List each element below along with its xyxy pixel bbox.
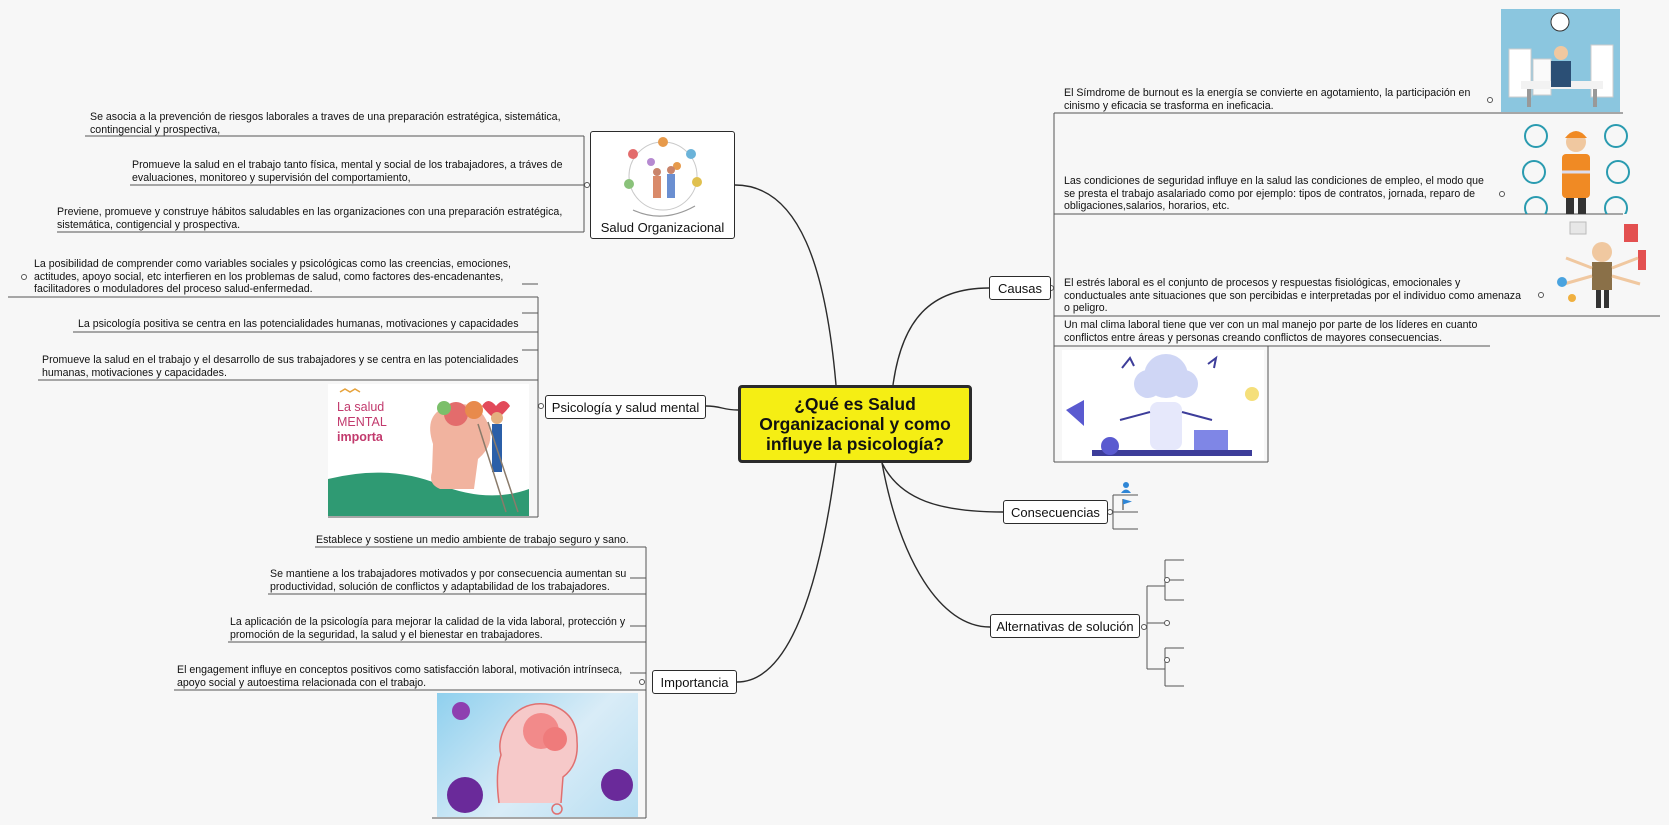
imp-note-2: Se mantiene a los trabajadores motivados… xyxy=(270,568,627,593)
causas-topic[interactable]: Causas xyxy=(989,276,1051,300)
alternativas-topic[interactable]: Alternativas de solución xyxy=(990,614,1140,638)
so-note-3: Previene, promueve y construye hábitos s… xyxy=(57,206,563,231)
psic-note-1: La posibilidad de comprender como variab… xyxy=(34,258,511,296)
bad-climate-image xyxy=(1062,350,1264,460)
flag-icon xyxy=(1121,497,1133,510)
importancia-topic[interactable]: Importancia xyxy=(652,670,737,694)
so-note-2: Promueve la salud en el trabajo tanto fí… xyxy=(132,159,563,184)
salud-mental-image: La salud MENTAL importa xyxy=(328,384,529,516)
imp-note-1: Establece y sostiene un medio ambiente d… xyxy=(316,534,629,546)
central-topic-title: ¿Qué es Salud Organizacional y como infl… xyxy=(759,394,951,454)
causas-note-4: Un mal clima laboral tiene que ver con u… xyxy=(1064,319,1478,344)
causas-note-2: Las condiciones de seguridad influye en … xyxy=(1064,175,1484,213)
brain-image xyxy=(437,693,638,817)
so-note-1: Se asocia a la prevención de riesgos lab… xyxy=(90,111,561,136)
health-icons-illustration xyxy=(624,137,702,217)
consecuencias-topic[interactable]: Consecuencias xyxy=(1003,500,1108,524)
imp-note-3: La aplicación de la psicología para mejo… xyxy=(230,616,626,641)
psicologia-topic[interactable]: Psicología y salud mental xyxy=(545,395,706,419)
causas-note-1: El Símdrome de burnout es la energía se … xyxy=(1064,87,1471,112)
salud-organizacional-topic[interactable]: Salud Organizacional xyxy=(590,131,735,239)
salud-mental-image-title: La salud MENTAL importa xyxy=(337,400,387,444)
central-topic[interactable]: ¿Qué es Salud Organizacional y como infl… xyxy=(738,385,972,463)
psic-note-3: Promueve la salud en el trabajo y el des… xyxy=(42,354,519,379)
person-icon xyxy=(1120,480,1132,493)
burnout-image xyxy=(1501,9,1620,112)
psic-note-2: La psicología positiva se centra en las … xyxy=(78,318,519,330)
salud-organizacional-label: Salud Organizacional xyxy=(600,220,725,235)
imp-note-4: El engagement influye en conceptos posit… xyxy=(177,664,623,689)
stress-image xyxy=(1552,218,1650,312)
safety-image xyxy=(1522,120,1630,214)
causas-note-3: El estrés laboral es el conjunto de proc… xyxy=(1064,277,1521,315)
